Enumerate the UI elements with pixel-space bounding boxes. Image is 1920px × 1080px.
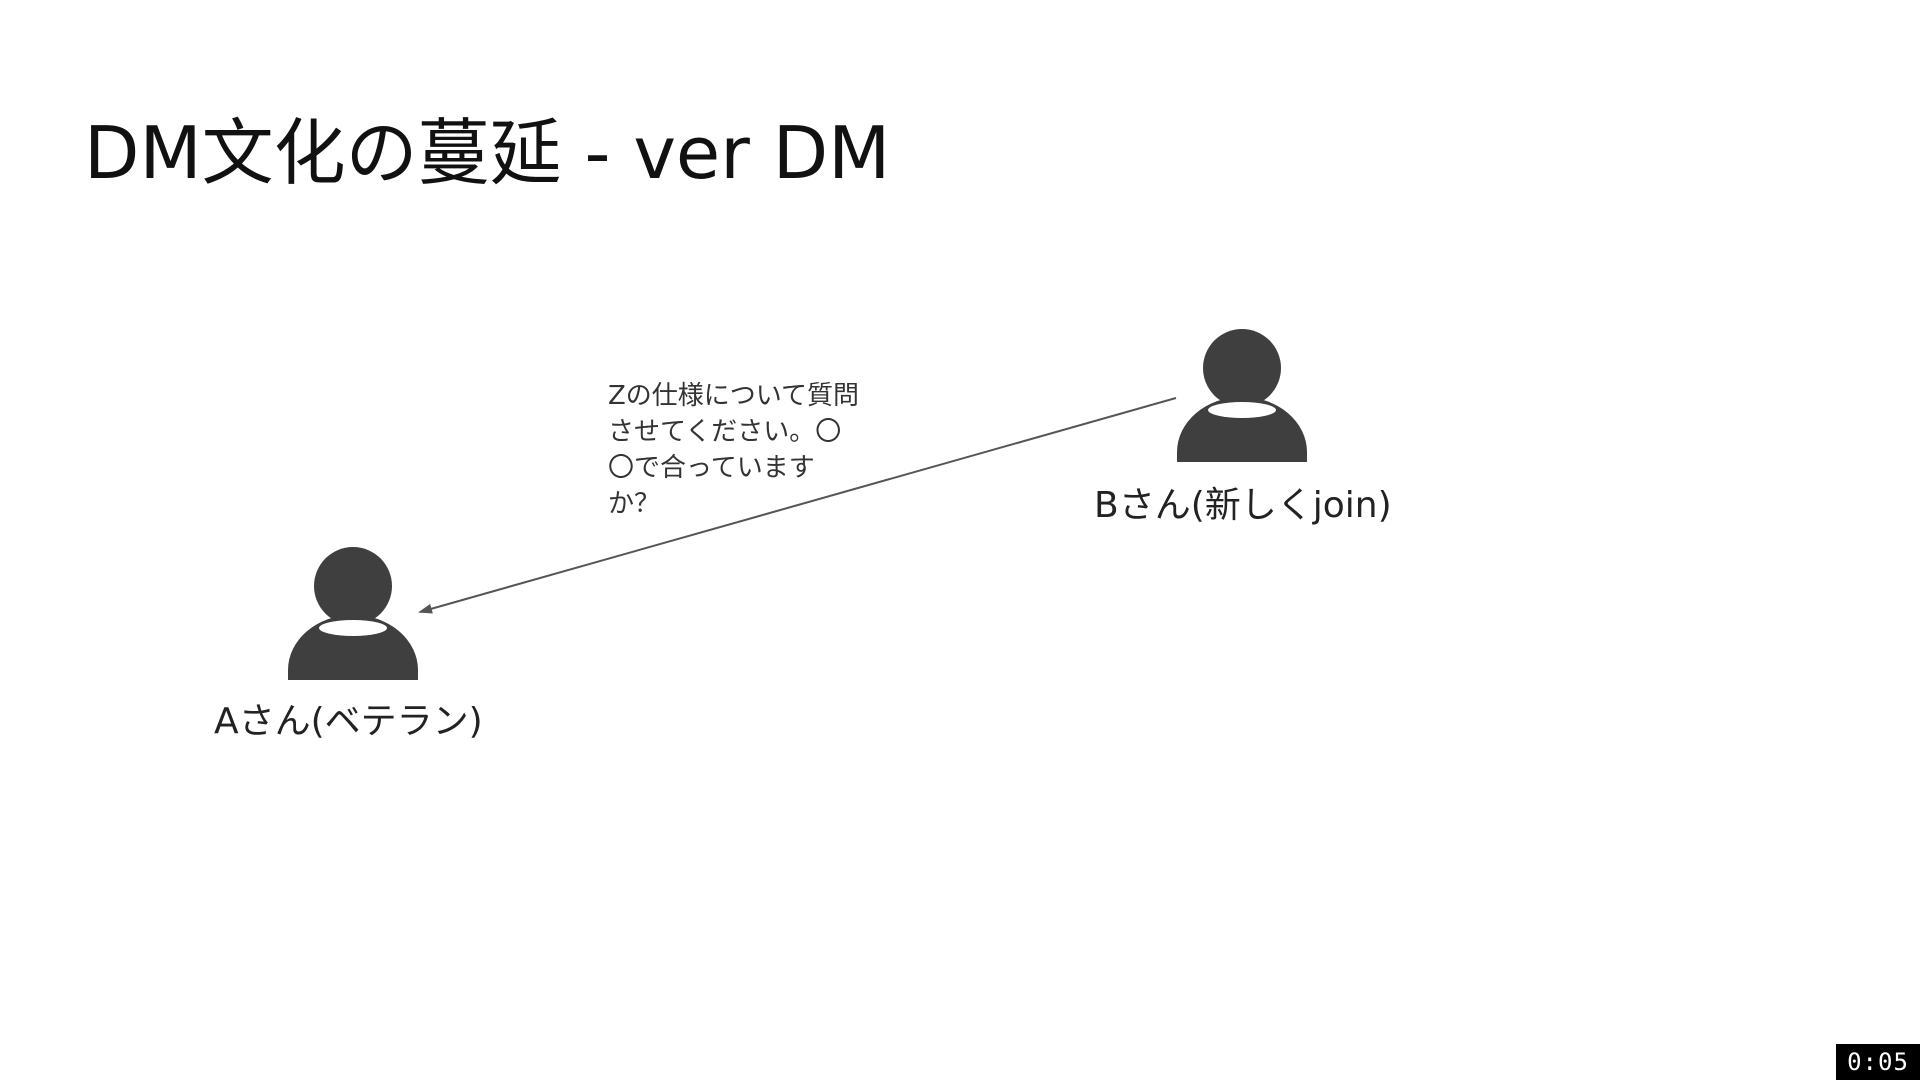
person-b-icon	[1177, 329, 1307, 462]
message-arrow	[418, 397, 1177, 614]
message-text: Zの仕様について質問 させてください。〇 〇で合っています か？	[608, 381, 860, 519]
person-a-icon	[288, 547, 418, 680]
person-a-label: Aさん(ベテラン)	[214, 701, 483, 742]
slide-title: DM文化の蔓延 - ver DM	[84, 111, 891, 195]
person-b-label: Bさん(新しくjoin)	[1094, 485, 1392, 526]
video-timecode: 0:05	[1836, 1044, 1920, 1080]
